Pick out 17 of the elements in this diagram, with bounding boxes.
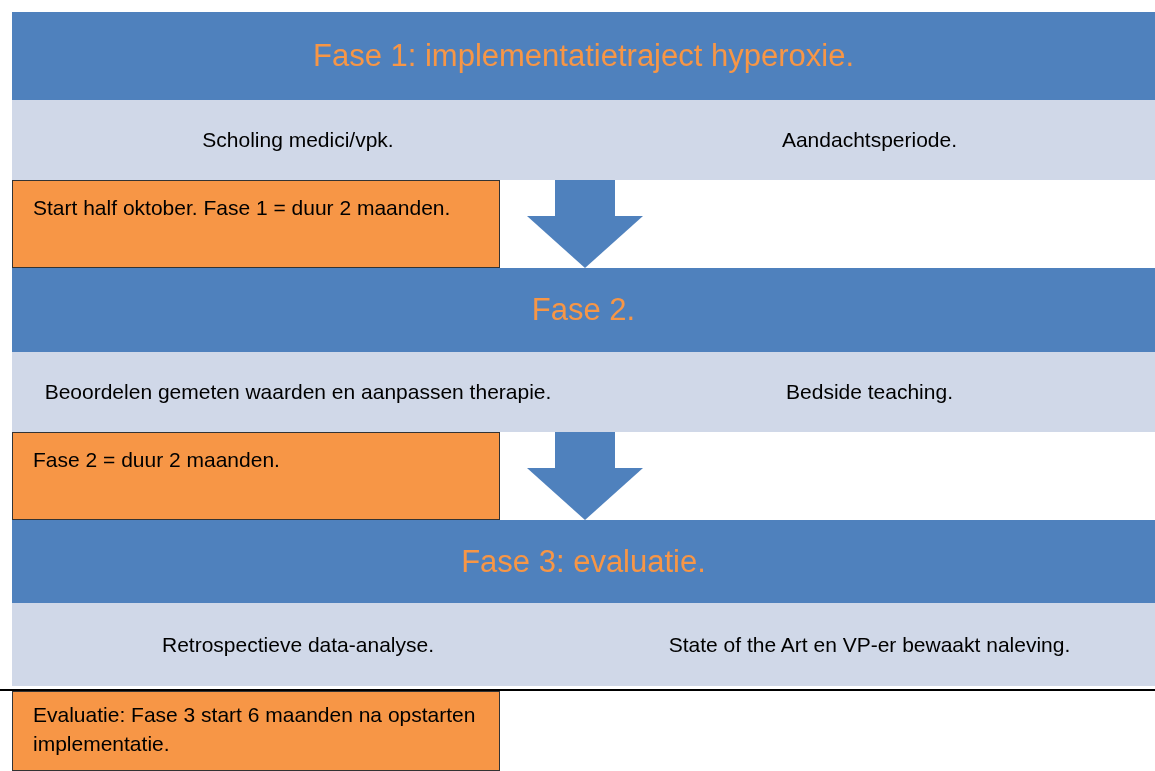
phase-band <box>12 520 1155 686</box>
phase-title: Fase 3: evaluatie. <box>461 544 706 579</box>
phase-title: Fase 2. <box>531 292 636 327</box>
activity-band: Retrospectieve data-analyse. <box>12 603 584 686</box>
note-box: Fase 2 = duur 2 maanden. <box>12 432 500 520</box>
note-box: Start half oktober. Fase 1 = duur 2 maanden. <box>12 180 500 268</box>
block-arrow <box>527 180 643 268</box>
block-arrow <box>527 432 643 520</box>
phase-band <box>12 268 1155 432</box>
activity-band: Scholing medici/vpk. <box>12 100 584 180</box>
phase-band <box>12 12 1155 180</box>
activity-band: Aandachtsperiode. <box>584 100 1155 180</box>
activity-band: Bedside teaching. <box>584 352 1155 432</box>
activity-band: Beoordelen gemeten waarden en aanpassen therapie. <box>12 352 584 432</box>
activity-band: State of the Art en VP-er bewaakt naleving. <box>584 603 1155 686</box>
note-box: Evaluatie: Fase 3 start 6 maanden na opstarten implementatie. <box>12 691 500 771</box>
phase-title: Fase 1: implementatietraject hyperoxie. <box>312 38 854 73</box>
